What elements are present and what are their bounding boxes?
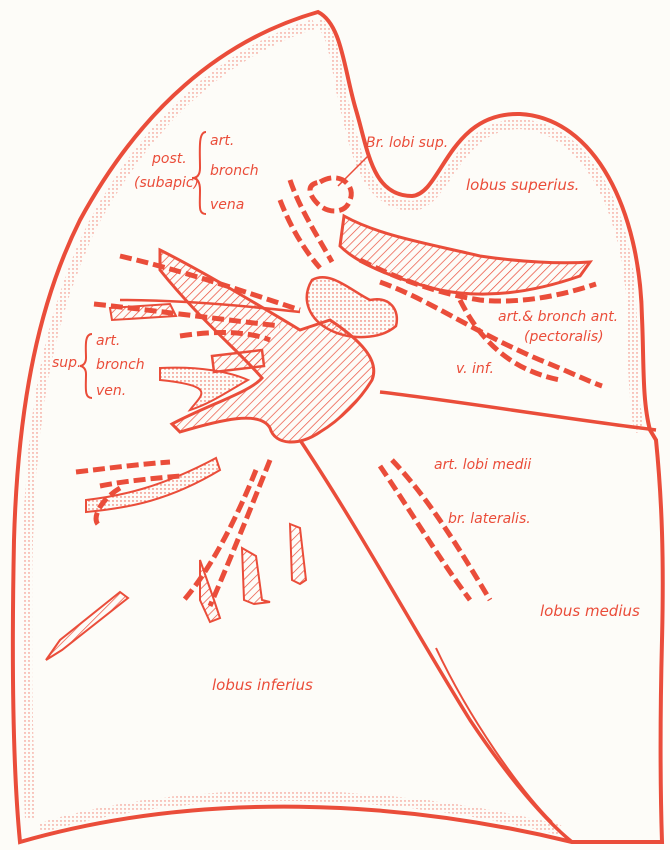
label-sup-ven: ven. (96, 384, 126, 398)
label-sup-bronch: bronch (96, 358, 145, 372)
label-subapic: (subapic) (134, 176, 199, 190)
label-sup: sup. (52, 356, 82, 370)
label-art-lobi-medii: art. lobi medii (434, 458, 531, 472)
label-art-bronch-ant: art.& bronch ant. (498, 310, 618, 324)
label-v-inf: v. inf. (456, 362, 494, 376)
label-pectoralis: (pectoralis) (524, 330, 604, 344)
label-br-lobi-sup: Br. lobi sup. (366, 136, 448, 150)
label-post-art: art. (210, 134, 234, 148)
label-lobus-medius: lobus medius (540, 604, 640, 619)
label-br-lateralis: br. lateralis. (448, 512, 531, 526)
label-post-vena: vena (210, 198, 244, 212)
label-post-bronch: bronch (210, 164, 259, 178)
label-lobus-superius: lobus superius. (466, 178, 579, 193)
label-lobus-inferius: lobus inferius (212, 678, 313, 693)
label-sup-art: art. (96, 334, 120, 348)
label-post: post. (152, 152, 187, 166)
